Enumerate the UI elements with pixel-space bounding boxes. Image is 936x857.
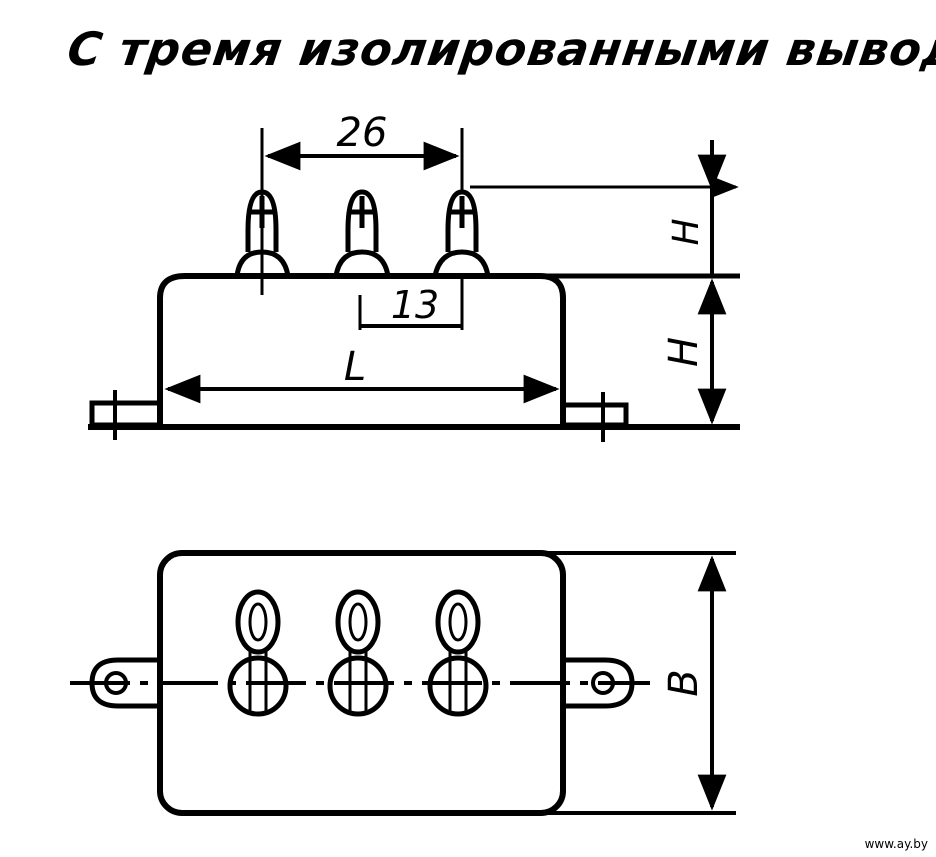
terminals-top bbox=[227, 589, 489, 717]
watermark: www.ay.by bbox=[864, 837, 928, 851]
terminal-height-label: Н bbox=[666, 218, 707, 245]
terminal-top-3 bbox=[427, 589, 489, 717]
terminal-top-2 bbox=[327, 589, 389, 717]
height-label: H bbox=[661, 337, 707, 367]
terminal-side-2 bbox=[333, 189, 391, 277]
left-mounting-lug-side bbox=[89, 400, 163, 428]
terminal-side-3 bbox=[432, 189, 491, 277]
pitch-label: 26 bbox=[337, 110, 388, 156]
side-dimensions bbox=[164, 128, 739, 425]
offset-label: 13 bbox=[391, 283, 439, 327]
right-mounting-lug-top bbox=[563, 657, 635, 709]
left-mounting-lug-top bbox=[89, 657, 160, 709]
terminals-side bbox=[234, 189, 491, 277]
top-view bbox=[70, 550, 736, 816]
width-label: В bbox=[661, 669, 707, 696]
terminal-top-1 bbox=[227, 589, 289, 717]
length-label: L bbox=[344, 344, 366, 390]
right-mounting-lug-side bbox=[560, 402, 629, 428]
